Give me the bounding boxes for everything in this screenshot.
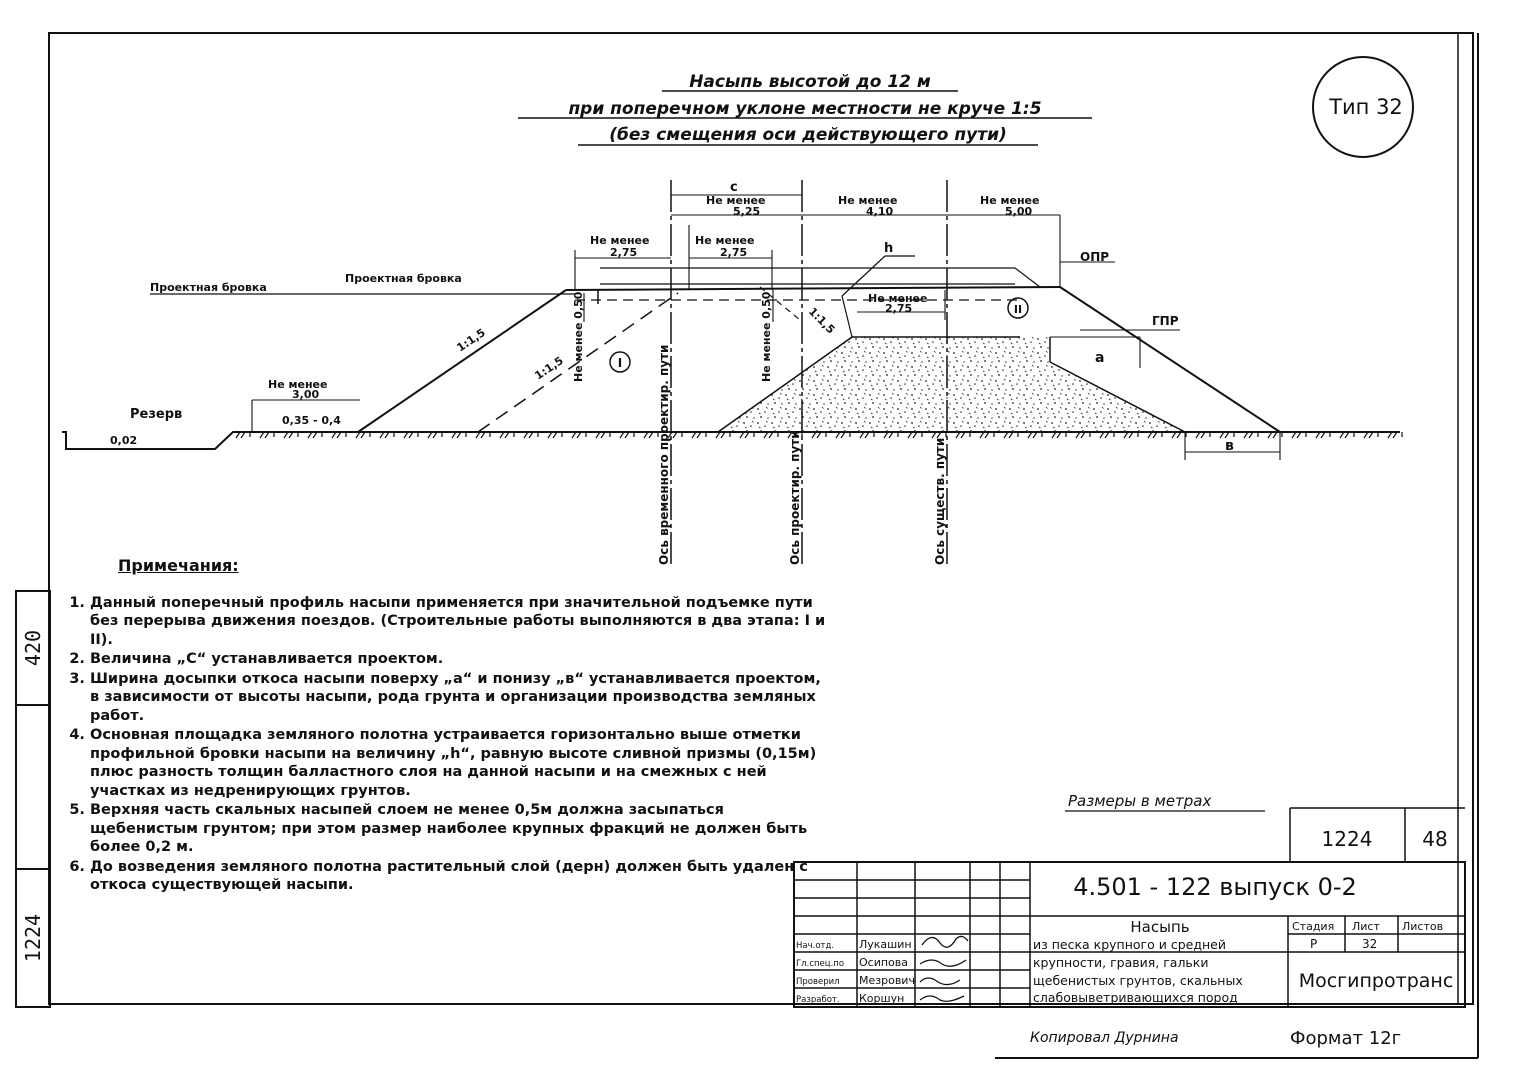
label-axis-design: Ось проектир. пути xyxy=(788,430,802,565)
label-not-less-6: Не менее xyxy=(868,292,927,305)
title-block-text: 1224 48 4.501 - 122 выпуск 0-2 Насыпь из… xyxy=(796,827,1453,1005)
tb-name-title: Насыпь xyxy=(1130,918,1189,936)
notes-block: Примечания: Данный поперечный профиль на… xyxy=(66,556,826,896)
tb-stage-hdr: Стадия xyxy=(1292,920,1334,933)
label-ditch-depth: 0,35 - 0,4 xyxy=(282,414,341,427)
title-block xyxy=(793,807,1466,1008)
ground-line xyxy=(62,431,1400,450)
stage-line xyxy=(477,290,679,433)
sizes-note: Размеры в метрах xyxy=(1068,792,1211,810)
type-badge-label: Тип 32 xyxy=(1328,95,1403,119)
stage-marker-1: I xyxy=(618,356,622,370)
tb-person-1: Лукашин xyxy=(859,938,912,951)
label-axis-existing: Ось существ. пути xyxy=(933,438,947,565)
side-stamp-bottom-label: 1224 xyxy=(21,913,46,963)
tb-name-1: из песка крупного и средней xyxy=(1033,937,1226,952)
footer-format: Формат 12г xyxy=(1290,1028,1401,1049)
label-b: в xyxy=(1225,438,1234,454)
tb-stage: Р xyxy=(1310,937,1317,951)
tb-name-4: слабовыветривающихся пород xyxy=(1033,990,1238,1005)
label-not-less-4: Не менее xyxy=(590,234,649,247)
dimension-lines xyxy=(251,194,1281,460)
title-line1: Насыпь высотой до 12 м xyxy=(689,72,931,92)
label-opr: ОПР xyxy=(1080,250,1109,264)
label-axis-temp: Ось временного проектир. пути xyxy=(657,345,671,565)
tb-person-4: Коршун xyxy=(859,992,904,1005)
label-a: а xyxy=(1095,350,1104,366)
tb-role-3: Проверил xyxy=(796,977,840,987)
tb-name-3: щебенистых грунтов, скальных xyxy=(1033,973,1243,988)
tb-person-2: Осипова xyxy=(859,956,908,969)
tb-document: 4.501 - 122 выпуск 0-2 xyxy=(1073,873,1357,901)
tb-sheet: 32 xyxy=(1362,937,1377,951)
tb-role-1: Нач.отд. xyxy=(796,941,834,951)
label-c: с xyxy=(730,180,738,195)
tb-sheet-hdr: Лист xyxy=(1352,920,1380,933)
label-reserve: Резерв xyxy=(130,407,182,422)
tb-page: 48 xyxy=(1422,827,1447,851)
footer-signature: Копировал Дурнина xyxy=(1030,1030,1179,1046)
existing-embankment-fill xyxy=(718,337,1185,432)
note-item: Верхняя часть скальных насыпей слоем не … xyxy=(90,801,826,857)
label-gpr: ГПР xyxy=(1152,314,1179,328)
tb-person-3: Мезрович xyxy=(859,974,915,987)
notes-list: Данный поперечный профиль насыпи применя… xyxy=(66,594,826,895)
label-slope-1: 1:1,5 xyxy=(454,326,487,354)
label-slope-2: 1:1,5 xyxy=(532,354,565,382)
label-design-edge-mid: Проектная бровка xyxy=(345,272,462,285)
label-design-edge-left: Проектная бровка xyxy=(150,281,267,294)
side-stamp-top: 420 xyxy=(15,590,51,706)
label-dim-5-25: 5,25 xyxy=(733,205,760,218)
label-dim-2-75-b: 2,75 xyxy=(720,246,747,259)
label-not-less-1: Не менее xyxy=(706,194,765,207)
stage-marker-2: II xyxy=(1014,303,1022,316)
note-item: Величина „С“ устанавливается проектом. xyxy=(90,650,826,669)
label-not-less-0-50-a: Не менее 0,50 xyxy=(572,291,585,382)
note-item: До возведения земляного полотна растител… xyxy=(90,858,826,895)
embankment-outline xyxy=(357,286,1281,433)
drawing-title: Насыпь высотой до 12 м при поперечном ук… xyxy=(518,72,1092,146)
note-item: Данный поперечный профиль насыпи применя… xyxy=(90,594,826,650)
drawing-labels: с Не менее 5,25 Не менее 4,10 Не менее 5… xyxy=(110,180,1234,565)
design-edge-lines xyxy=(150,255,1041,338)
label-dim-3-00: 3,00 xyxy=(292,388,319,401)
label-h: h xyxy=(884,241,893,256)
tb-company: Мосгипротранс xyxy=(1299,970,1454,992)
label-not-less-3: Не менее xyxy=(980,194,1039,207)
label-dim-2-75-a: 2,75 xyxy=(610,246,637,259)
side-stamp-bottom: 1224 xyxy=(15,868,51,1008)
label-dim-5-00: 5,00 xyxy=(1005,205,1032,218)
label-not-less-0-50-b: Не менее 0,50 xyxy=(760,291,773,382)
label-ditch-slope: 0,02 xyxy=(110,434,137,447)
label-dim-4-10: 4,10 xyxy=(866,205,893,218)
side-stamp-mid xyxy=(15,702,51,868)
note-item: Основная площадка земляного полотна устр… xyxy=(90,726,826,800)
footer: Копировал Дурнина Формат 12г xyxy=(1030,1028,1401,1049)
notes-title: Примечания: xyxy=(118,556,239,575)
label-dim-2-75-c: 2,75 xyxy=(885,302,912,315)
signature-scribble xyxy=(919,935,969,1002)
tb-sheets-hdr: Листов xyxy=(1402,920,1443,933)
tb-role-4: Разработ. xyxy=(796,995,840,1005)
track-axes xyxy=(670,180,948,565)
tb-name-2: крупности, гравия, гальки xyxy=(1033,955,1208,970)
note-item: Ширина досыпки откоса насыпи поверху „а“… xyxy=(90,670,826,726)
label-not-less-2: Не менее xyxy=(838,194,897,207)
type-badge: Тип 32 xyxy=(1312,56,1414,158)
ground-hatch xyxy=(235,431,1403,439)
label-slope-3: 1:1,5 xyxy=(806,305,837,336)
side-stamp-top-label: 420 xyxy=(21,629,45,667)
title-line2: при поперечном уклоне местности не круче… xyxy=(568,99,1041,119)
title-line3: (без смещения оси действующего пути) xyxy=(609,125,1007,145)
tb-sheet-code: 1224 xyxy=(1322,827,1373,851)
sheet-frame xyxy=(48,32,1479,1059)
label-not-less-5: Не менее xyxy=(695,234,754,247)
stage-markers: I II xyxy=(609,297,1029,373)
label-not-less-7: Не менее xyxy=(268,378,327,391)
tb-role-2: Гл.спец.по xyxy=(796,959,844,969)
